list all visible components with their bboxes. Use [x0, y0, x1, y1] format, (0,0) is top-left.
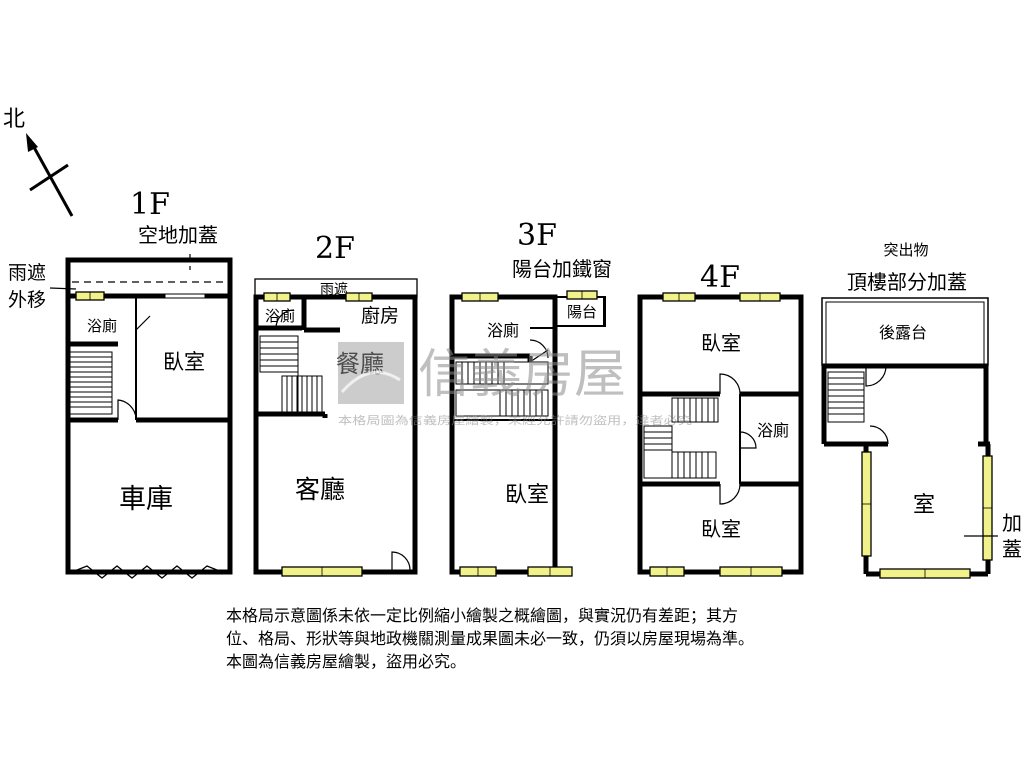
- floor-1f-title: 1F: [130, 187, 170, 222]
- watermark-brand: 信義房屋: [418, 345, 626, 405]
- 4f-stairs: [643, 397, 719, 479]
- floor-4f: 4F 臥室 浴廁: [637, 260, 804, 577]
- door: [739, 431, 757, 449]
- roof-subtitle: 頂樓部分加蓋: [847, 270, 967, 294]
- door: [117, 399, 137, 420]
- 3f-outer-wall: [449, 294, 558, 575]
- door: [719, 373, 741, 395]
- 4f-bath-label: 浴廁: [757, 421, 789, 440]
- compass: 北: [3, 107, 74, 217]
- 3f-balcony-label: 陽台: [567, 303, 597, 321]
- roof-rear-balcony-label: 後露台: [879, 323, 927, 342]
- 1f-addition-wall: [65, 257, 233, 300]
- floor-1f: 1F 空地加蓋 雨遮 外移: [8, 187, 233, 579]
- watermark-line: 本格局圖為信義房屋繪製，未經允許請勿盜用，違者必究: [338, 413, 692, 427]
- floor-1f-subtitle: 空地加蓋: [138, 223, 218, 247]
- 1f-bath-label: 浴廁: [87, 317, 117, 335]
- floor-2f-title: 2F: [315, 231, 355, 266]
- floor-3f-subtitle: 陽台加鐵窗: [512, 257, 612, 281]
- 1f-stairs: [69, 351, 113, 415]
- door: [391, 551, 411, 572]
- 2f-stairs: [259, 335, 323, 413]
- disclaimer-notes: 本格局示意圖係未依一定比例縮小繪製之概繪圖，與實況仍有差距；其方 位、格局、形狀…: [226, 606, 755, 671]
- door: [719, 483, 741, 505]
- north-arrow-shaft: [28, 139, 74, 217]
- door: [865, 365, 887, 387]
- 1f-garage-label: 車庫: [119, 484, 173, 515]
- 2f-awning-label: 雨遮: [320, 282, 348, 298]
- compass-crossbar: [29, 163, 69, 192]
- awning-leader-line: [49, 287, 77, 290]
- floor-3f-title: 3F: [517, 218, 557, 253]
- floor-3f: 3F 陽台加鐵窗 浴廁 陽台 臥室: [449, 218, 612, 577]
- 4f-bedroom-bottom-label: 臥室: [701, 517, 741, 541]
- 2f-outer-wall: [253, 294, 418, 575]
- roof-note: 突出物: [883, 241, 928, 259]
- 1f-bedroom-label: 臥室: [163, 350, 205, 374]
- roof-stairs: [827, 371, 865, 423]
- roof-addition-note-top: 加: [1002, 511, 1022, 535]
- floor-1f-awning-note-top: 雨遮: [8, 262, 46, 284]
- floor-1f-awning-note-bottom: 外移: [8, 289, 46, 311]
- 2f-bath-label: 浴廁: [265, 307, 295, 325]
- 3f-stairs: [455, 361, 549, 417]
- roof-addition-note-bottom: 蓋: [1002, 537, 1022, 561]
- roof-room-label: 室: [913, 493, 935, 518]
- 4f-bedroom-top-label: 臥室: [701, 331, 741, 355]
- 3f-bath-label: 浴廁: [487, 321, 519, 340]
- 2f-kitchen-label: 廚房: [361, 304, 399, 327]
- north-label: 北: [3, 107, 25, 132]
- garage-door: [71, 565, 223, 579]
- 3f-bedroom-label: 臥室: [505, 483, 549, 508]
- floor-roof: 突出物 頂樓部分加蓋 後露台 室 加 蓋: [821, 241, 1022, 579]
- floor-4f-title: 4F: [700, 260, 740, 295]
- 1f-outer-wall: [65, 293, 233, 575]
- north-arrow-icon: [26, 133, 38, 152]
- watermark: 信義房屋 本格局圖為信義房屋繪製，未經允許請勿盜用，違者必究: [338, 342, 692, 427]
- 2f-living-label: 客廳: [295, 475, 345, 504]
